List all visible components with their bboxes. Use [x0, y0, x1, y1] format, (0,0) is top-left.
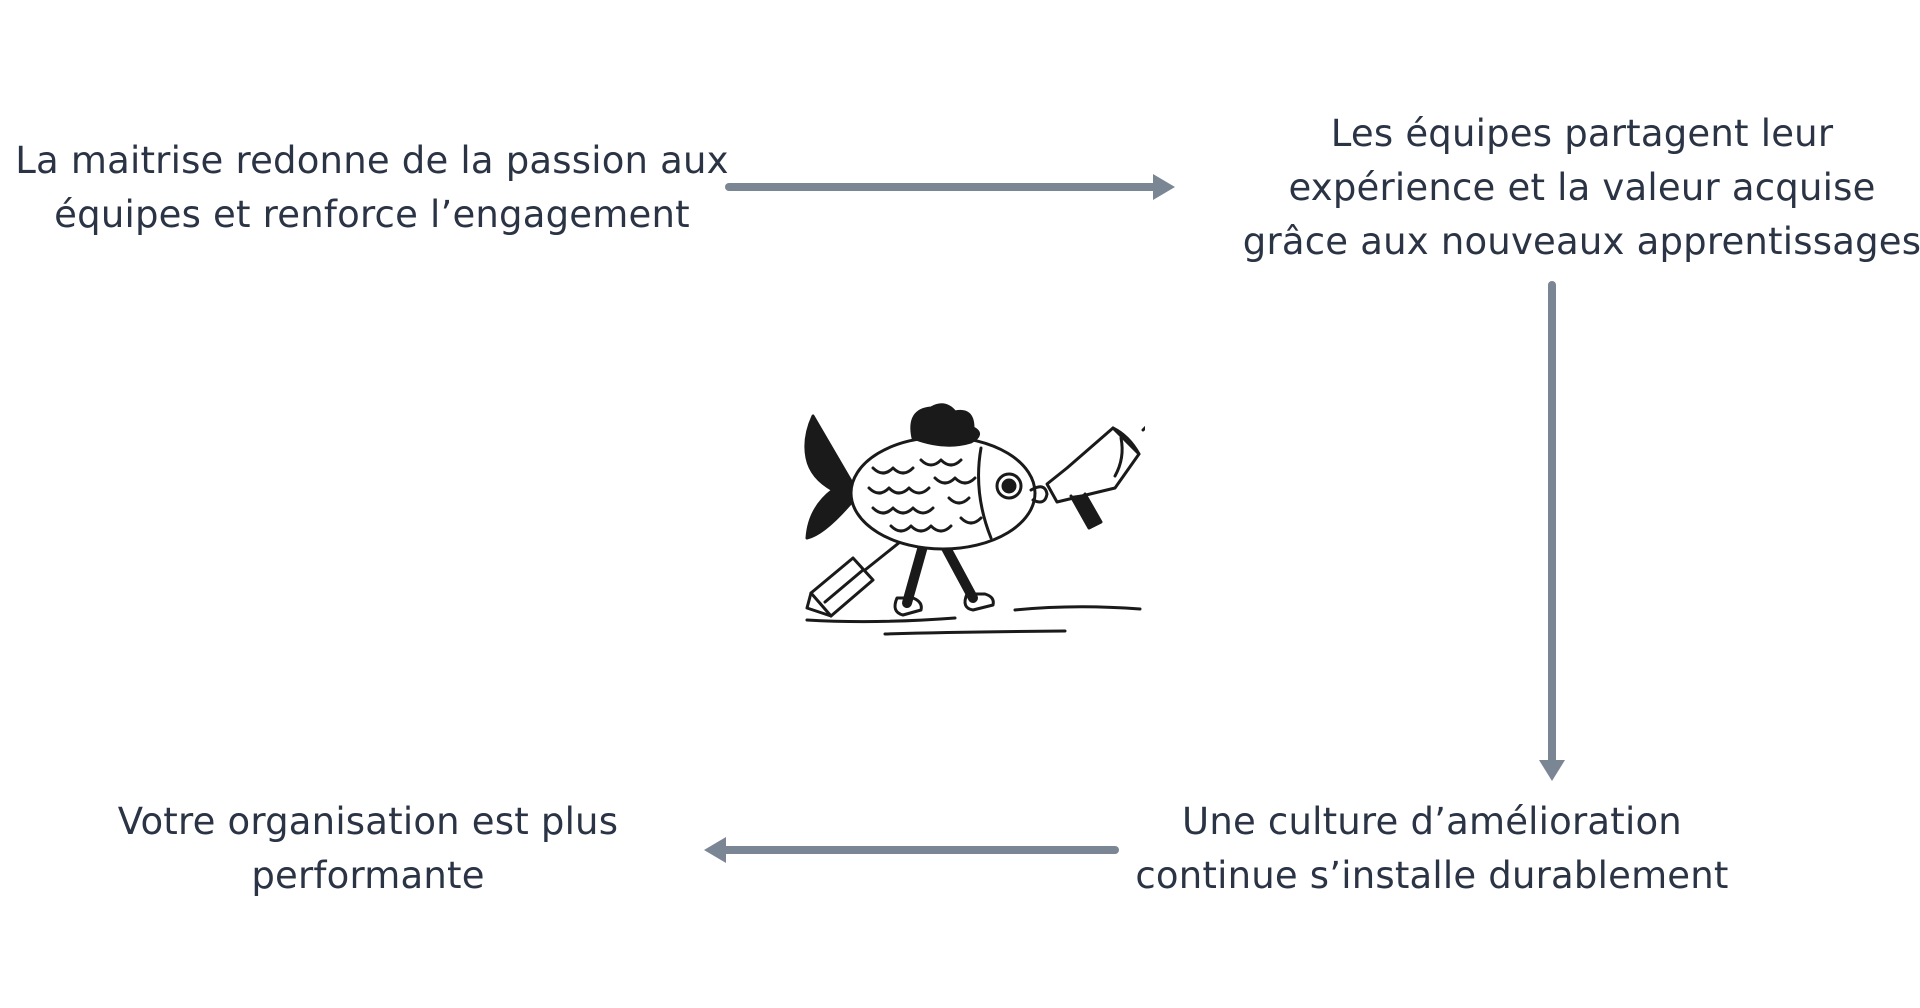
- step-continuous-improvement: Une culture d’amélioration continue s’in…: [1135, 795, 1728, 903]
- step-3-line-1: Une culture d’amélioration: [1182, 800, 1682, 843]
- step-2-line-2: expérience et la valeur acquise: [1288, 166, 1876, 209]
- walking-fish-with-megaphone-icon: [804, 403, 1145, 636]
- step-4-line-2: performante: [251, 854, 485, 897]
- step-performance: Votre organisation est plus performante: [118, 795, 618, 903]
- step-passion-engagement: La maitrise redonne de la passion aux éq…: [15, 134, 729, 242]
- step-2-line-1: Les équipes partagent leur: [1330, 112, 1834, 155]
- step-4-line-1: Votre organisation est plus: [117, 800, 619, 843]
- arrow-left: [704, 837, 1119, 863]
- step-share-experience: Les équipes partagent leur expérience et…: [1243, 107, 1920, 269]
- step-1-line-1: La maitrise redonne de la passion aux: [15, 139, 729, 182]
- arrow-right: [725, 174, 1175, 200]
- step-2-line-3: grâce aux nouveaux apprentissages: [1242, 220, 1920, 263]
- step-1-line-2: équipes et renforce l’engagement: [54, 193, 690, 236]
- arrow-down: [1539, 281, 1565, 781]
- step-3-line-2: continue s’installe durablement: [1135, 854, 1729, 897]
